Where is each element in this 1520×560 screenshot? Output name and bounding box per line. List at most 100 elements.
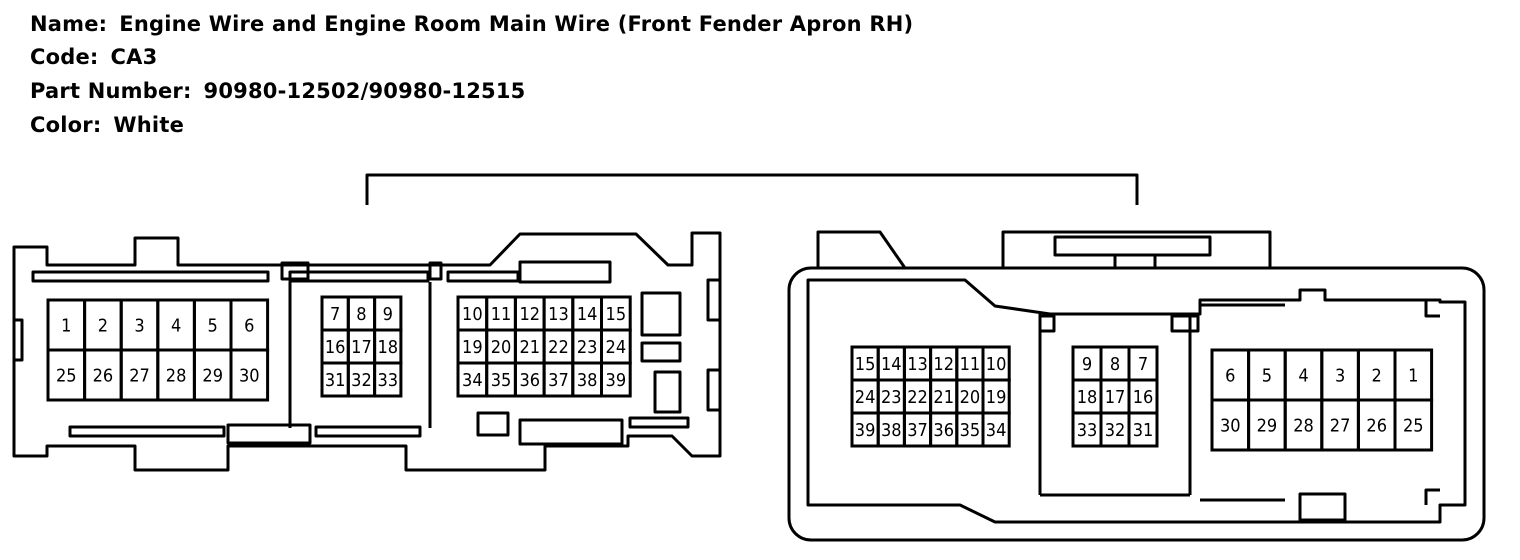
pin-number: 23: [577, 337, 598, 358]
pin-number: 1: [61, 316, 71, 337]
pin-number: 16: [1133, 387, 1154, 408]
pin-number: 5: [208, 316, 218, 337]
right-block_c-pin-block: 6 5 4 3 2 1 30 29 28 27 26 25: [1210, 348, 1434, 452]
pin-cell: [981, 411, 1011, 448]
pin-number: 31: [325, 370, 346, 391]
code-label: Code:: [30, 45, 99, 69]
pin-number: 1: [1408, 366, 1418, 387]
code-value: CA3: [110, 45, 158, 69]
pin-number: 21: [933, 387, 954, 408]
name-line: Name: Engine Wire and Engine Room Main Wi…: [30, 14, 913, 35]
pin-number: 25: [1403, 416, 1424, 437]
pin-number: 36: [933, 420, 954, 441]
pin-number: 39: [606, 370, 627, 391]
pin-number: 27: [1330, 416, 1351, 437]
pin-number: 35: [491, 370, 512, 391]
pin-number: 10: [462, 304, 483, 325]
pin-number: 18: [377, 337, 398, 358]
pin-number: 3: [1335, 366, 1345, 387]
pin-number: 7: [330, 304, 340, 325]
pin-number: 8: [1110, 354, 1120, 375]
pin-number: 25: [56, 366, 77, 387]
pin-number: 11: [960, 354, 981, 375]
pin-cell: [1393, 398, 1434, 452]
pin-number: 37: [548, 370, 569, 391]
pin-number: 17: [1105, 387, 1126, 408]
pin-number: 14: [577, 304, 598, 325]
pin-number: 29: [202, 366, 223, 387]
pin-number: 30: [1220, 416, 1241, 437]
pin-number: 6: [244, 316, 254, 337]
pin-number: 39: [855, 420, 876, 441]
pin-number: 34: [462, 370, 483, 391]
pin-number: 23: [881, 387, 902, 408]
pin-number: 7: [1138, 354, 1148, 375]
pin-number: 12: [933, 354, 954, 375]
pin-number: 19: [986, 387, 1007, 408]
pin-number: 35: [960, 420, 981, 441]
pin-number: 34: [986, 420, 1007, 441]
pin-number: 24: [606, 337, 627, 358]
pin-number: 6: [1225, 366, 1235, 387]
pin-number: 36: [519, 370, 540, 391]
code-line: Code: CA3: [30, 47, 157, 68]
pin-number: 29: [1257, 416, 1278, 437]
pin-number: 5: [1262, 366, 1272, 387]
part-number-label: Part Number:: [30, 79, 192, 103]
pin-number: 13: [548, 304, 569, 325]
mating-bracket: [365, 173, 1139, 205]
name-value: Engine Wire and Engine Room Main Wire (F…: [119, 12, 914, 36]
pin-number: 18: [1077, 387, 1098, 408]
pin-number: 24: [855, 387, 876, 408]
pin-number: 14: [881, 354, 902, 375]
pin-cell: [1127, 411, 1159, 448]
name-label: Name:: [30, 12, 108, 36]
part-number-value: 90980-12502/90980-12515: [203, 79, 526, 103]
pin-number: 21: [519, 337, 540, 358]
pin-cell: [229, 348, 270, 402]
pin-number: 20: [491, 337, 512, 358]
pin-cell: [373, 361, 403, 398]
pin-number: 8: [356, 304, 366, 325]
pin-number: 10: [986, 354, 1007, 375]
pin-number: 38: [881, 420, 902, 441]
pin-number: 26: [1366, 416, 1387, 437]
pin-number: 33: [1077, 420, 1098, 441]
left-block_c-pin-block: 10 11 12 13 14 15 19 20 21 22 23 24 34 35 36 37 38 39: [456, 295, 632, 398]
pin-number: 4: [1298, 366, 1308, 387]
pin-number: 37: [907, 420, 928, 441]
pin-number: 27: [129, 366, 150, 387]
left-connector-housing: [12, 231, 722, 472]
pin-number: 38: [577, 370, 598, 391]
pin-number: 19: [462, 337, 483, 358]
part-number-line: Part Number: 90980-12502/90980-12515: [30, 81, 526, 102]
pin-number: 13: [907, 354, 928, 375]
pin-number: 28: [1293, 416, 1314, 437]
pin-number: 2: [98, 316, 108, 337]
pin-number: 15: [606, 304, 627, 325]
right-connector-housing: [787, 230, 1486, 542]
color-label: Color:: [30, 113, 102, 137]
pin-number: 26: [93, 366, 114, 387]
pin-cell: [600, 361, 632, 398]
color-line: Color: White: [30, 115, 184, 136]
pin-number: 32: [1105, 420, 1126, 441]
pin-number: 2: [1372, 366, 1382, 387]
pin-number: 4: [171, 316, 181, 337]
pin-number: 22: [548, 337, 569, 358]
pin-number: 9: [383, 304, 393, 325]
pin-number: 11: [491, 304, 512, 325]
pin-number: 3: [134, 316, 144, 337]
pin-number: 12: [519, 304, 540, 325]
color-value: White: [113, 113, 185, 137]
pin-number: 15: [855, 354, 876, 375]
pin-number: 20: [960, 387, 981, 408]
pin-number: 22: [907, 387, 928, 408]
pin-number: 16: [325, 337, 346, 358]
pin-number: 17: [351, 337, 372, 358]
pin-number: 33: [377, 370, 398, 391]
pin-number: 28: [166, 366, 187, 387]
